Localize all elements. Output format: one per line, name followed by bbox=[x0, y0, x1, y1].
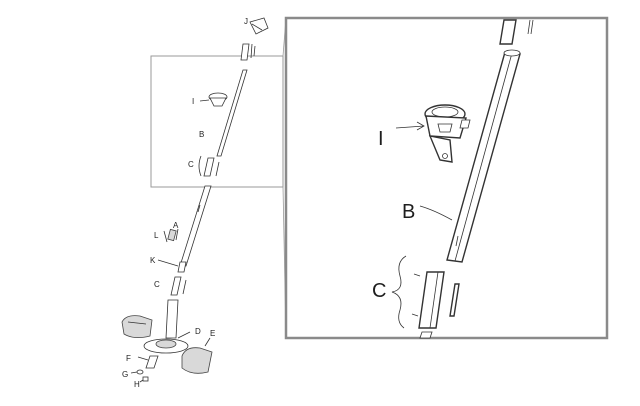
zoom-part-b-tube bbox=[446, 49, 521, 263]
zoom-label-c: C bbox=[372, 280, 386, 302]
label-b: B bbox=[199, 130, 204, 139]
part-f-bolt bbox=[137, 355, 159, 369]
part-a-tube bbox=[179, 185, 212, 267]
overview-assembly bbox=[121, 17, 269, 383]
zoom-label-b: B bbox=[402, 201, 415, 223]
base-post bbox=[165, 299, 179, 339]
part-g-washer bbox=[130, 369, 144, 375]
label-k: K bbox=[150, 256, 156, 265]
zoom-part-c-set bbox=[391, 255, 460, 339]
label-f: F bbox=[126, 354, 131, 363]
zoom-part-i-bracket bbox=[395, 104, 471, 163]
label-e: E bbox=[210, 329, 215, 338]
zoom-label-i: I bbox=[378, 128, 384, 150]
label-j: J bbox=[244, 17, 248, 26]
detail-highlight-box bbox=[150, 55, 284, 188]
part-j-cap bbox=[249, 17, 269, 35]
part-i-bracket-small bbox=[199, 92, 228, 107]
label-i: I bbox=[192, 97, 194, 106]
label-a: A bbox=[173, 221, 179, 230]
left-clamp bbox=[121, 315, 153, 338]
label-c-upper: C bbox=[188, 160, 194, 169]
part-b-tube bbox=[216, 69, 248, 157]
zoom-detail-panel bbox=[284, 16, 609, 340]
part-h-nut bbox=[139, 376, 149, 383]
part-c-upper-set bbox=[198, 155, 220, 177]
label-l: L bbox=[154, 231, 159, 240]
part-e-clamp bbox=[181, 337, 213, 374]
zoom-top-tube-end bbox=[499, 19, 534, 45]
zoom-panel-border bbox=[284, 16, 609, 340]
part-k-pin bbox=[157, 259, 187, 273]
part-l-clip bbox=[163, 228, 179, 243]
label-g: G bbox=[122, 370, 128, 379]
part-c-lower-set bbox=[170, 276, 187, 296]
upper-tube-segment bbox=[240, 43, 256, 61]
label-c-lower: C bbox=[154, 280, 160, 289]
label-h: H bbox=[134, 380, 140, 389]
label-d: D bbox=[195, 327, 201, 336]
zoom-pointer-b bbox=[419, 205, 453, 221]
part-d-base bbox=[143, 331, 191, 354]
